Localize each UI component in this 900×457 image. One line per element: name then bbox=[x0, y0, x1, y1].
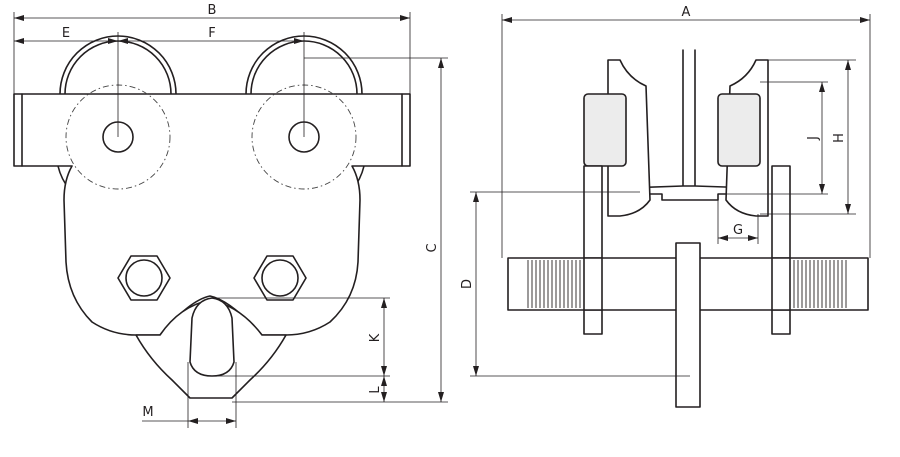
hook-plate-side bbox=[675, 242, 701, 408]
label-d: D bbox=[460, 279, 475, 289]
label-a: A bbox=[682, 5, 691, 20]
thread-left bbox=[527, 260, 581, 308]
hex-nut-left bbox=[117, 255, 171, 301]
hook-eye bbox=[189, 297, 235, 377]
thread-right bbox=[793, 260, 847, 308]
side-plate-right bbox=[717, 93, 761, 167]
label-e: E bbox=[62, 26, 70, 41]
label-h: H bbox=[832, 133, 847, 143]
label-f: F bbox=[208, 26, 215, 41]
label-j: J bbox=[806, 136, 821, 141]
front-view bbox=[13, 35, 411, 399]
label-g: G bbox=[733, 223, 743, 238]
front-dimensions bbox=[13, 12, 448, 428]
side-dimensions bbox=[470, 14, 871, 377]
side-view bbox=[507, 49, 869, 408]
label-l: L bbox=[368, 386, 383, 394]
side-plate-left bbox=[583, 93, 627, 167]
hex-nut-right bbox=[253, 255, 307, 301]
side-plate bbox=[13, 93, 411, 336]
label-c: C bbox=[425, 243, 440, 252]
label-m: M bbox=[142, 405, 153, 420]
label-k: K bbox=[368, 333, 383, 342]
label-b: B bbox=[208, 3, 217, 18]
labels: B E F C K L M A J H G D bbox=[62, 3, 847, 420]
